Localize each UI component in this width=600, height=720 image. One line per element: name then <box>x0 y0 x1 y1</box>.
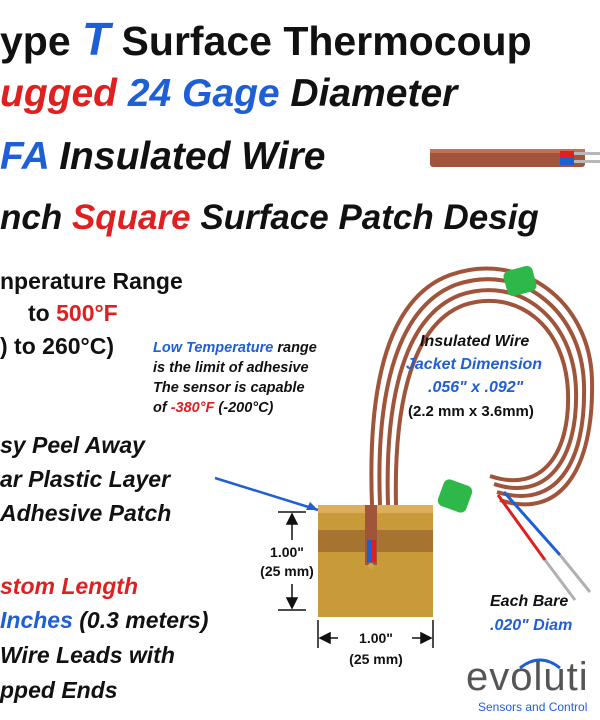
note-text: (-200°C) <box>214 400 274 416</box>
low-temp-note-line-2: is the limit of adhesive <box>153 360 309 376</box>
temp-range-line-1: nperature Range <box>0 268 183 294</box>
note-text: -380°F <box>170 400 215 416</box>
custom-length-line-1: stom Length <box>0 573 138 599</box>
peel-away-line-2: ar Plastic Layer <box>0 466 171 492</box>
pointer-arrow <box>214 476 319 512</box>
peel-away-line-3: Adhesive Patch <box>0 500 172 526</box>
gage-text: 24 Gage <box>127 72 280 115</box>
width-mm: (25 mm) <box>349 651 403 667</box>
title-text: ype <box>0 18 83 64</box>
title-text: nch <box>0 198 72 237</box>
bare-wire-leads <box>496 491 592 601</box>
low-temp-note-line-1: Low Temperature range <box>153 340 317 356</box>
note-text: Low Temperature <box>153 340 274 356</box>
height-inches: 1.00" <box>270 544 304 560</box>
custom-length-line-4: pped Ends <box>0 677 118 703</box>
temp-range-line-3: ) to 260°C) <box>0 333 114 359</box>
wire-coil <box>363 266 595 520</box>
note-text: range <box>273 340 317 356</box>
title-text: Insulated Wire <box>48 135 326 178</box>
title-line-2: ugged 24 Gage Diameter <box>0 72 457 116</box>
jacket-label-line-2: Jacket Dimension <box>406 356 543 373</box>
note-text: of <box>153 400 171 416</box>
width-dimension <box>317 620 434 648</box>
brand-tagline: Sensors and Control <box>478 700 588 714</box>
temp-range-line-2: to 500°F <box>28 300 118 327</box>
bare-wire-line-1: Each Bare <box>490 593 569 610</box>
square-text: Square <box>71 198 191 237</box>
jacket-label-line-1: Insulated Wire <box>420 333 530 350</box>
brand-name: evoluti <box>466 655 589 699</box>
max-temp-text: 500°F <box>56 300 118 326</box>
jacket-label-line-3: .056" x .092" <box>428 379 524 396</box>
width-inches: 1.00" <box>359 630 393 646</box>
title-line-3: FA Insulated Wire <box>0 135 325 179</box>
title-line-1: ype T Surface Thermocoup <box>0 12 532 66</box>
bare-wire-line-2: .020" Diam <box>490 617 573 634</box>
title-line-4: nch Square Surface Patch Desig <box>0 198 539 238</box>
type-letter: T <box>82 13 111 65</box>
title-text: Surface Thermocoup <box>110 18 532 64</box>
title-text: ugged <box>0 72 128 115</box>
green-band-icon <box>437 265 537 513</box>
peel-away-line-1: sy Peel Away <box>0 432 145 458</box>
low-temp-note-line-4: of -380°F (-200°C) <box>153 400 273 416</box>
length-text: (0.3 meters) <box>72 607 209 633</box>
height-mm: (25 mm) <box>260 563 314 579</box>
low-temp-note-line-3: The sensor is capable <box>153 380 305 396</box>
length-text: Inches <box>0 607 73 633</box>
title-text: Diameter <box>279 72 458 115</box>
height-dimension <box>278 511 306 611</box>
temp-text: to <box>28 300 57 326</box>
jacket-label-line-4: (2.2 mm x 3.6mm) <box>408 403 534 420</box>
wire-sample-icon <box>430 149 600 167</box>
custom-length-line-2: Inches (0.3 meters) <box>0 607 208 634</box>
brand-logo-icon <box>519 658 561 670</box>
custom-length-line-3: Wire Leads with <box>0 642 175 668</box>
insulation-text: FA <box>0 135 49 178</box>
title-text: Surface Patch Desig <box>190 198 539 237</box>
adhesive-patch <box>318 505 433 617</box>
